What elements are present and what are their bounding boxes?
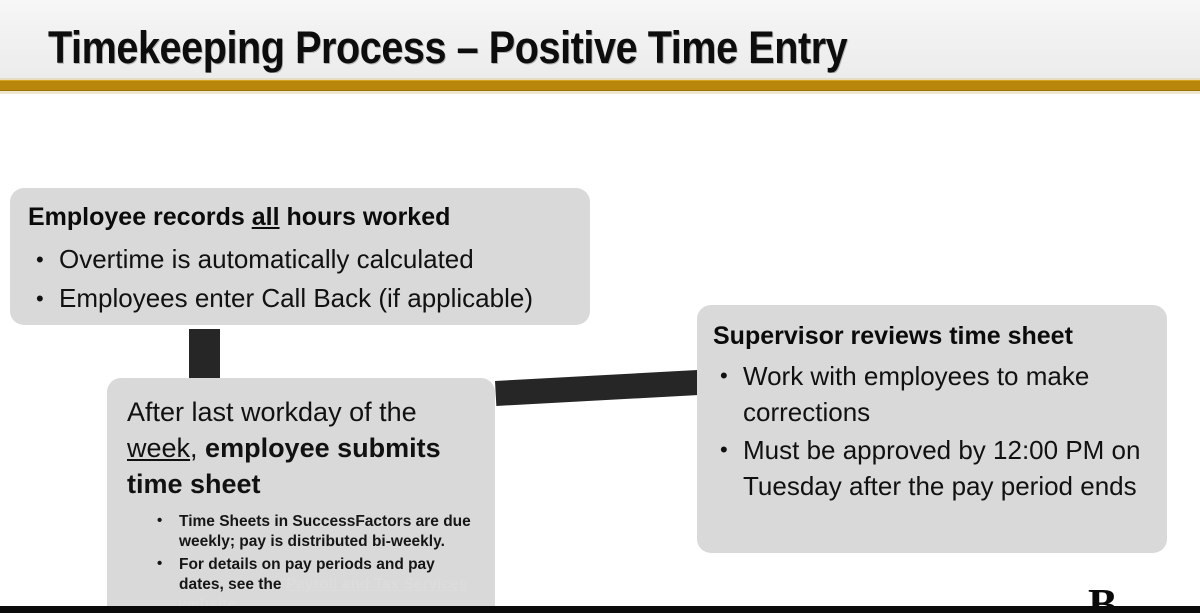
submit-heading-part2: , (190, 433, 206, 463)
employee-heading-text-before: Employee records (28, 203, 252, 231)
list-item: Employees enter Call Back (if applicable… (28, 279, 572, 318)
header-hairline (0, 78, 1200, 80)
supervisor-box-heading: Supervisor reviews time sheet (713, 322, 1073, 350)
list-item: Overtime is automatically calculated (28, 240, 572, 279)
submit-bullet-2-text-after: . (235, 596, 241, 613)
list-item: For details on pay periods and pay dates… (127, 554, 475, 613)
list-item: Work with employees to make corrections (713, 358, 1149, 430)
connector-submit-to-supervisor (495, 369, 702, 406)
header-accent-rule (0, 80, 1200, 91)
submit-box-heading: After last workday of the week, employee… (127, 394, 475, 502)
submit-heading-part1: After last workday of the (127, 397, 417, 427)
header-accent-rule-shadow (0, 91, 1200, 94)
list-item: Time Sheets in SuccessFactors are due we… (127, 511, 475, 552)
employee-heading-text-after: hours worked (279, 203, 451, 231)
submit-heading-bold: employee submits time sheet (127, 433, 441, 499)
page-title: Timekeeping Process – Positive Time Entr… (48, 22, 848, 73)
employee-bullet-list: Overtime is automatically calculated Emp… (28, 240, 572, 318)
process-box-supervisor-reviews: Supervisor reviews time sheet Work with … (697, 305, 1167, 553)
employee-heading-emphasis: all (251, 203, 280, 231)
employee-box-heading: Employee records all hours worked (28, 202, 572, 232)
submit-bullet-2-text-before: For details on pay periods and pay dates… (179, 556, 435, 593)
footer-rule (0, 606, 1200, 613)
list-item: Must be approved by 12:00 PM on Tuesday … (713, 432, 1149, 504)
process-box-employee-submits: After last workday of the week, employee… (107, 378, 495, 613)
slide-header-band (0, 0, 1200, 78)
supervisor-bullet-list: Work with employees to make corrections … (713, 358, 1149, 504)
process-box-employee-records: Employee records all hours worked Overti… (10, 188, 590, 325)
connector-employee-to-submit (189, 329, 220, 383)
footer-logo-letter: B (1088, 583, 1117, 606)
submit-bullet-1-text: Time Sheets in SuccessFactors are due we… (179, 513, 471, 550)
submit-heading-emphasis: week (127, 433, 191, 463)
submit-bullet-list: Time Sheets in SuccessFactors are due we… (127, 511, 475, 613)
